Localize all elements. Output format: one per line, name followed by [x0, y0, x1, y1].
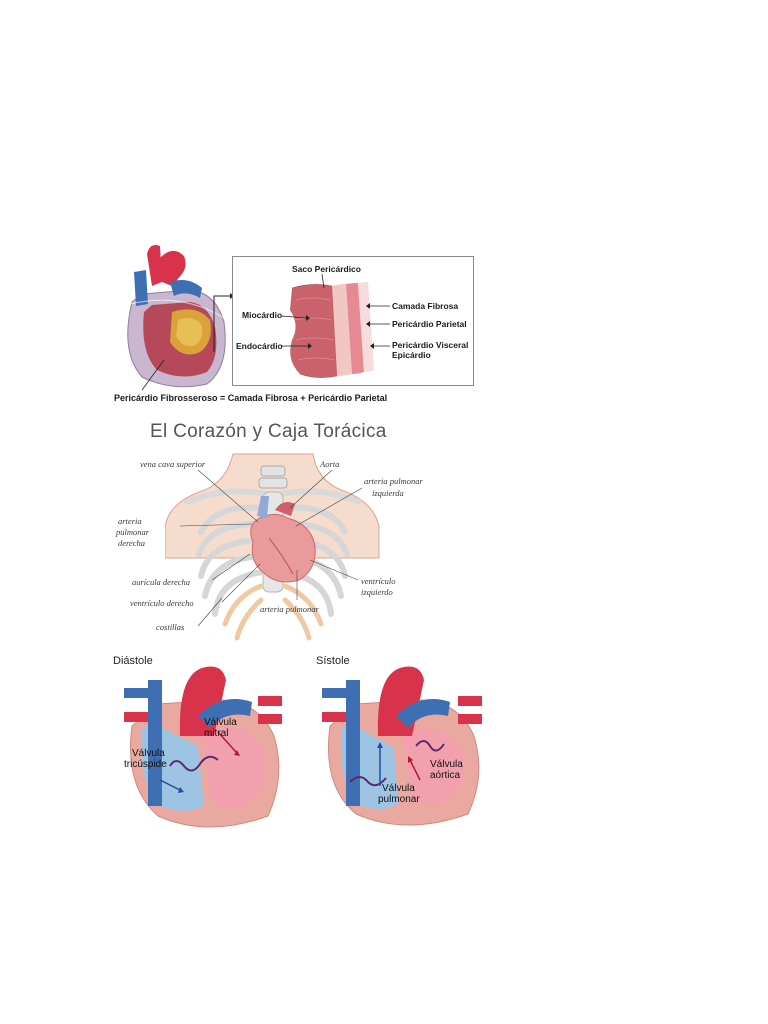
label-auricula-derecha: aurícula derecha	[132, 577, 190, 587]
tissue-leader-lines	[281, 273, 390, 349]
label-valvula-aortica-2: aórtica	[430, 770, 461, 781]
thorax-illustration	[165, 453, 380, 641]
label-arteria-pulmonar: arteria pulmonar	[260, 604, 319, 614]
heart-pericardium-illustration	[127, 245, 226, 391]
label-valvula-tricuspide-1: Válvula	[132, 748, 165, 759]
systole-title: Sístole	[316, 655, 350, 667]
label-arteria-pulmonar-derecha-2: pulmonar	[116, 527, 150, 537]
label-valvula-mitral-1: Válvula	[204, 717, 237, 728]
label-valvula-pulmonar-1: Válvula	[382, 783, 415, 794]
label-arteria-pulmonar-derecha-3: derecha	[118, 538, 146, 548]
bracket-arrow	[213, 293, 234, 352]
tissue-layers-illustration	[290, 282, 374, 378]
pericardium-caption: Pericárdio Fibrosseroso = Camada Fibrosa…	[114, 393, 388, 403]
diastole-heart-illustration	[124, 666, 282, 828]
label-epicardio: Epicárdio	[392, 350, 431, 360]
label-ventriculo-izquierdo-1: ventrículo	[361, 576, 396, 586]
label-pericardio-parietal: Pericárdio Parietal	[392, 319, 467, 329]
label-costillas: costillas	[156, 622, 185, 632]
label-arteria-pulmonar-izquierda-1: arteria pulmonar	[364, 476, 423, 486]
label-ventriculo-derecho: ventrículo derecho	[130, 598, 194, 608]
label-valvula-pulmonar-2: pulmonar	[378, 794, 420, 805]
systole-heart-illustration	[322, 666, 482, 826]
thorax-leader-lines	[179, 469, 363, 627]
label-valvula-aortica-1: Válvula	[430, 759, 463, 770]
label-vena-cava-superior: vena cava superior	[140, 459, 206, 469]
thorax-title: El Corazón y Caja Torácica	[150, 421, 387, 442]
label-ventriculo-izquierdo-2: izquierdo	[361, 587, 393, 597]
label-miocardio: Miocárdio	[242, 310, 283, 320]
label-camada-fibrosa: Camada Fibrosa	[392, 301, 459, 311]
label-endocardio: Endocárdio	[236, 341, 283, 351]
label-pericardio-visceral: Pericárdio Visceral	[392, 340, 469, 350]
label-arteria-pulmonar-derecha-1: arteria	[118, 516, 142, 526]
label-aorta: Aorta	[320, 459, 340, 469]
label-arteria-pulmonar-izquierda-2: izquierda	[372, 488, 404, 498]
label-valvula-tricuspide-2: tricúspide	[124, 759, 167, 770]
label-saco-pericardico: Saco Pericárdico	[292, 264, 361, 274]
label-valvula-mitral-2: mitral	[204, 728, 229, 739]
diastole-title: Diástole	[113, 655, 153, 667]
